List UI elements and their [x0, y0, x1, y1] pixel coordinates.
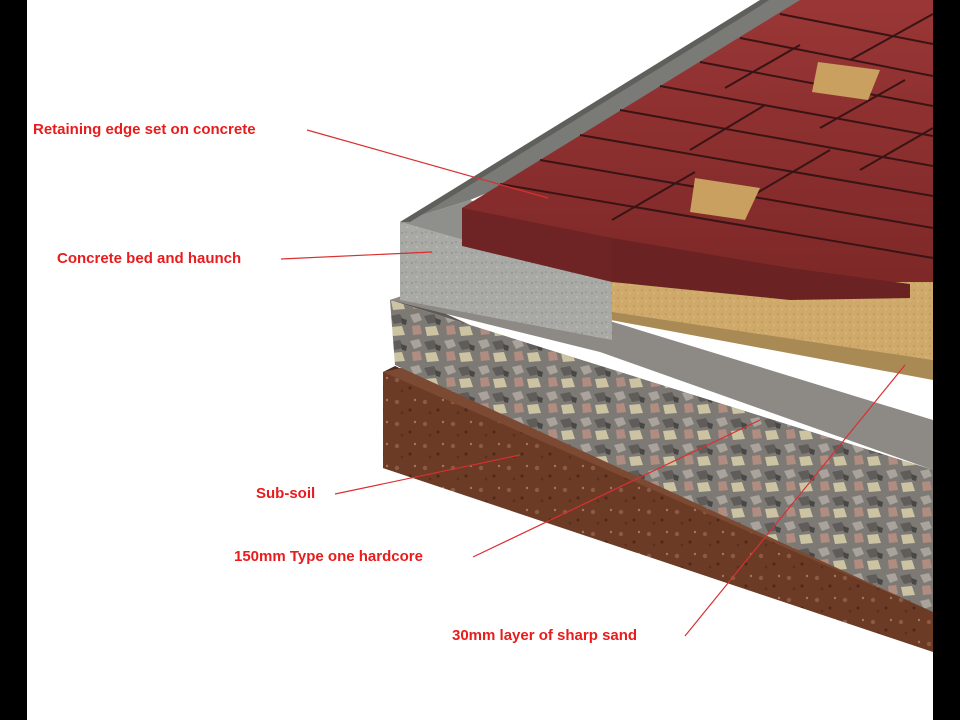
paving-cross-section-illustration: [280, 0, 933, 652]
leader-line-concrete-bed: [280, 251, 433, 260]
label-hardcore: 150mm Type one hardcore: [234, 548, 423, 565]
label-concrete-bed: Concrete bed and haunch: [57, 250, 242, 267]
label-retaining-edge: Retaining edge set on concrete: [33, 121, 256, 138]
label-sub-soil: Sub-soil: [256, 485, 316, 502]
leader-line-sub-soil: [334, 454, 521, 495]
leader-line-retaining-edge: [306, 129, 549, 199]
sub-soil-layer: [383, 366, 933, 652]
leader-line-hardcore: [472, 419, 761, 558]
brick-paving: [462, 0, 933, 300]
label-sharp-sand: 30mm layer of sharp sand: [452, 627, 638, 644]
leader-lines: [280, 129, 906, 637]
diagram-canvas: Retaining edge set on concrete Concrete …: [27, 0, 933, 720]
hardcore-layer: [390, 295, 933, 612]
leader-line-sharp-sand: [684, 364, 906, 637]
